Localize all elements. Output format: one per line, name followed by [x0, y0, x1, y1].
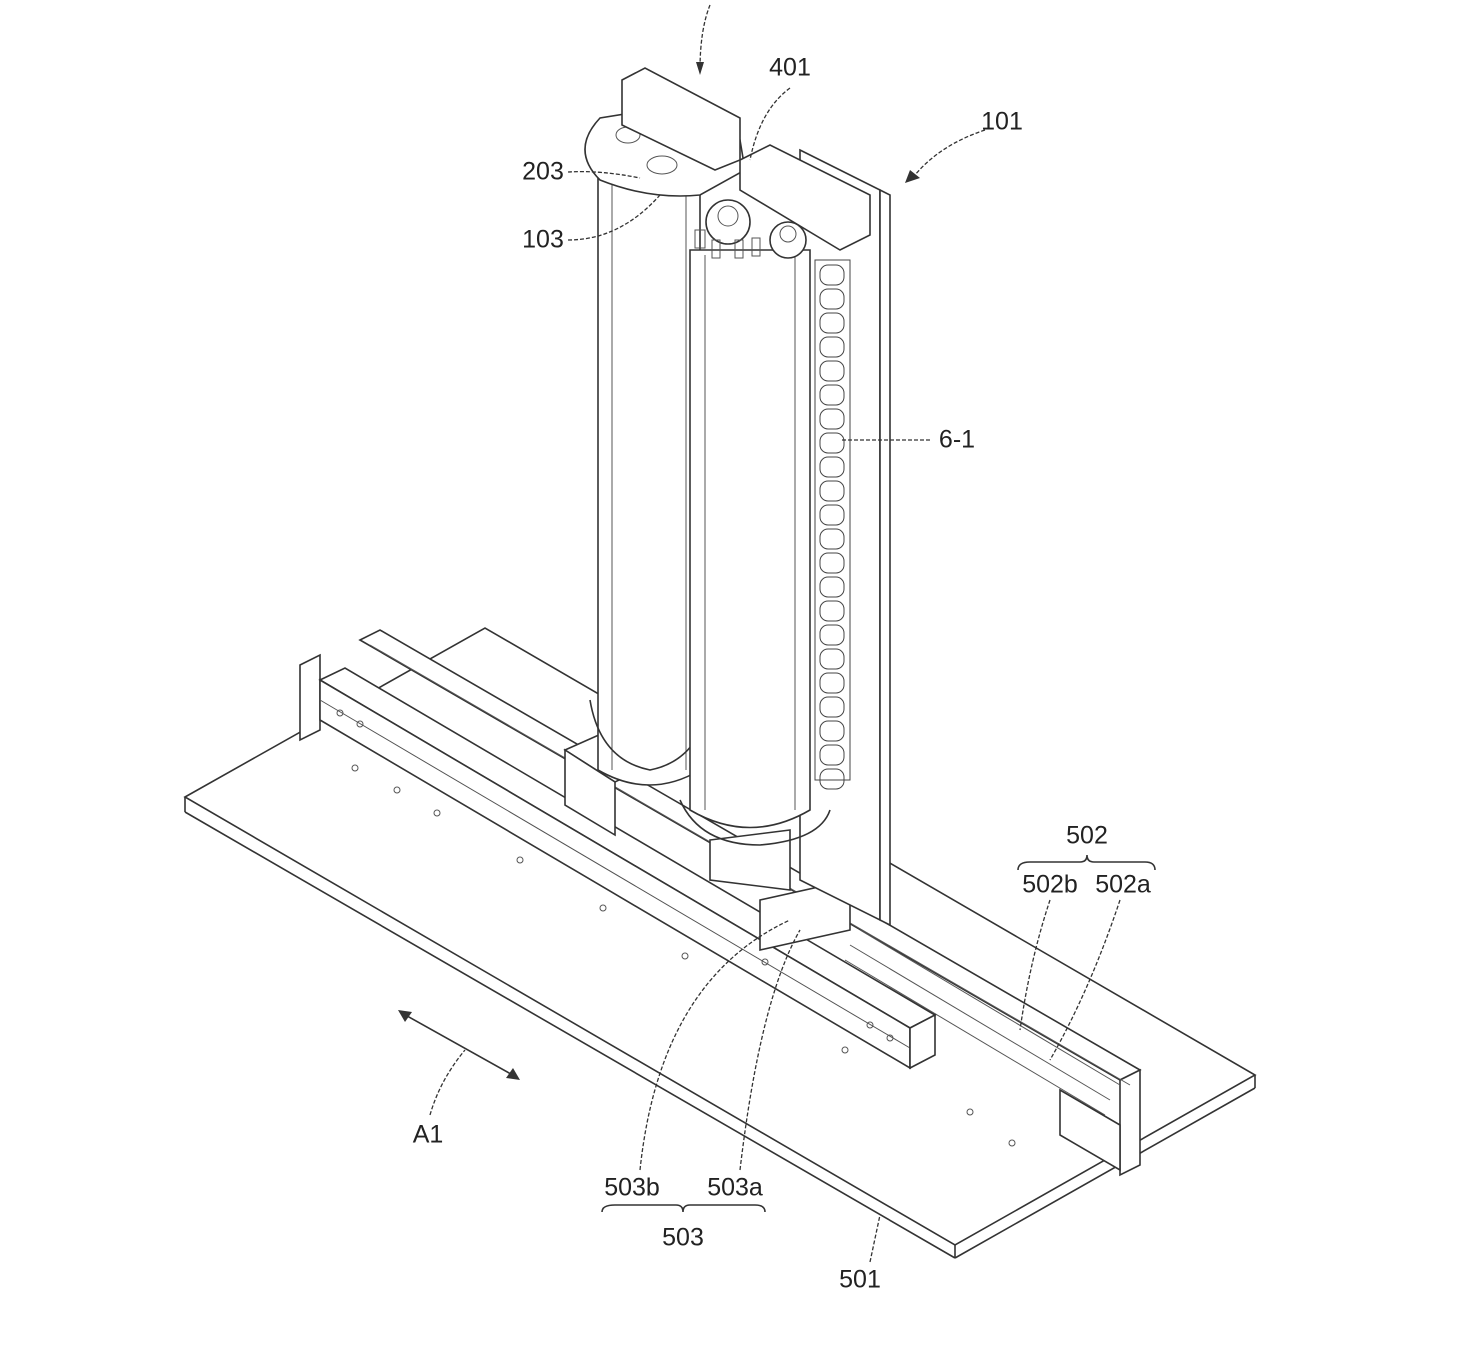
chain-link — [819, 528, 845, 550]
label-103: 103 — [522, 225, 564, 254]
label-203: 203 — [522, 157, 564, 186]
chain-link — [819, 312, 845, 334]
cylinder-right — [679, 249, 831, 846]
chain-link — [819, 360, 845, 382]
label-502a: 502a — [1095, 870, 1151, 899]
chain-link — [819, 720, 845, 742]
chain-link — [819, 600, 845, 622]
chain-link — [819, 432, 845, 454]
label-6-1: 6-1 — [938, 425, 976, 454]
label-502b: 502b — [1022, 870, 1078, 899]
chain-link — [819, 624, 845, 646]
chain-link — [819, 768, 845, 790]
chain-6-1 — [819, 264, 845, 790]
chain-link — [819, 288, 845, 310]
label-502: 502 — [1066, 821, 1108, 850]
top-plate-103 — [584, 67, 871, 251]
chain-link — [819, 696, 845, 718]
mounting-holes — [351, 764, 1016, 1147]
chain-link — [819, 576, 845, 598]
label-A1: A1 — [412, 1120, 444, 1149]
chain-link — [819, 552, 845, 574]
chain-link — [819, 408, 845, 430]
chain-link — [819, 384, 845, 406]
label-503b: 503b — [604, 1173, 660, 1202]
label-503: 503 — [662, 1223, 704, 1252]
chain-link — [819, 264, 845, 286]
chain-link — [819, 336, 845, 358]
leader-lines — [398, 4, 1156, 1263]
chain-link — [819, 504, 845, 526]
chain-link — [819, 456, 845, 478]
label-501: 501 — [839, 1265, 881, 1294]
chain-link — [819, 744, 845, 766]
sprocket-gears — [694, 199, 807, 259]
label-101: 101 — [981, 107, 1023, 136]
column-frame — [799, 148, 891, 927]
chain-link — [819, 672, 845, 694]
label-401: 401 — [769, 53, 811, 82]
chain-link — [819, 480, 845, 502]
label-503a: 503a — [707, 1173, 763, 1202]
chain-link — [819, 648, 845, 670]
